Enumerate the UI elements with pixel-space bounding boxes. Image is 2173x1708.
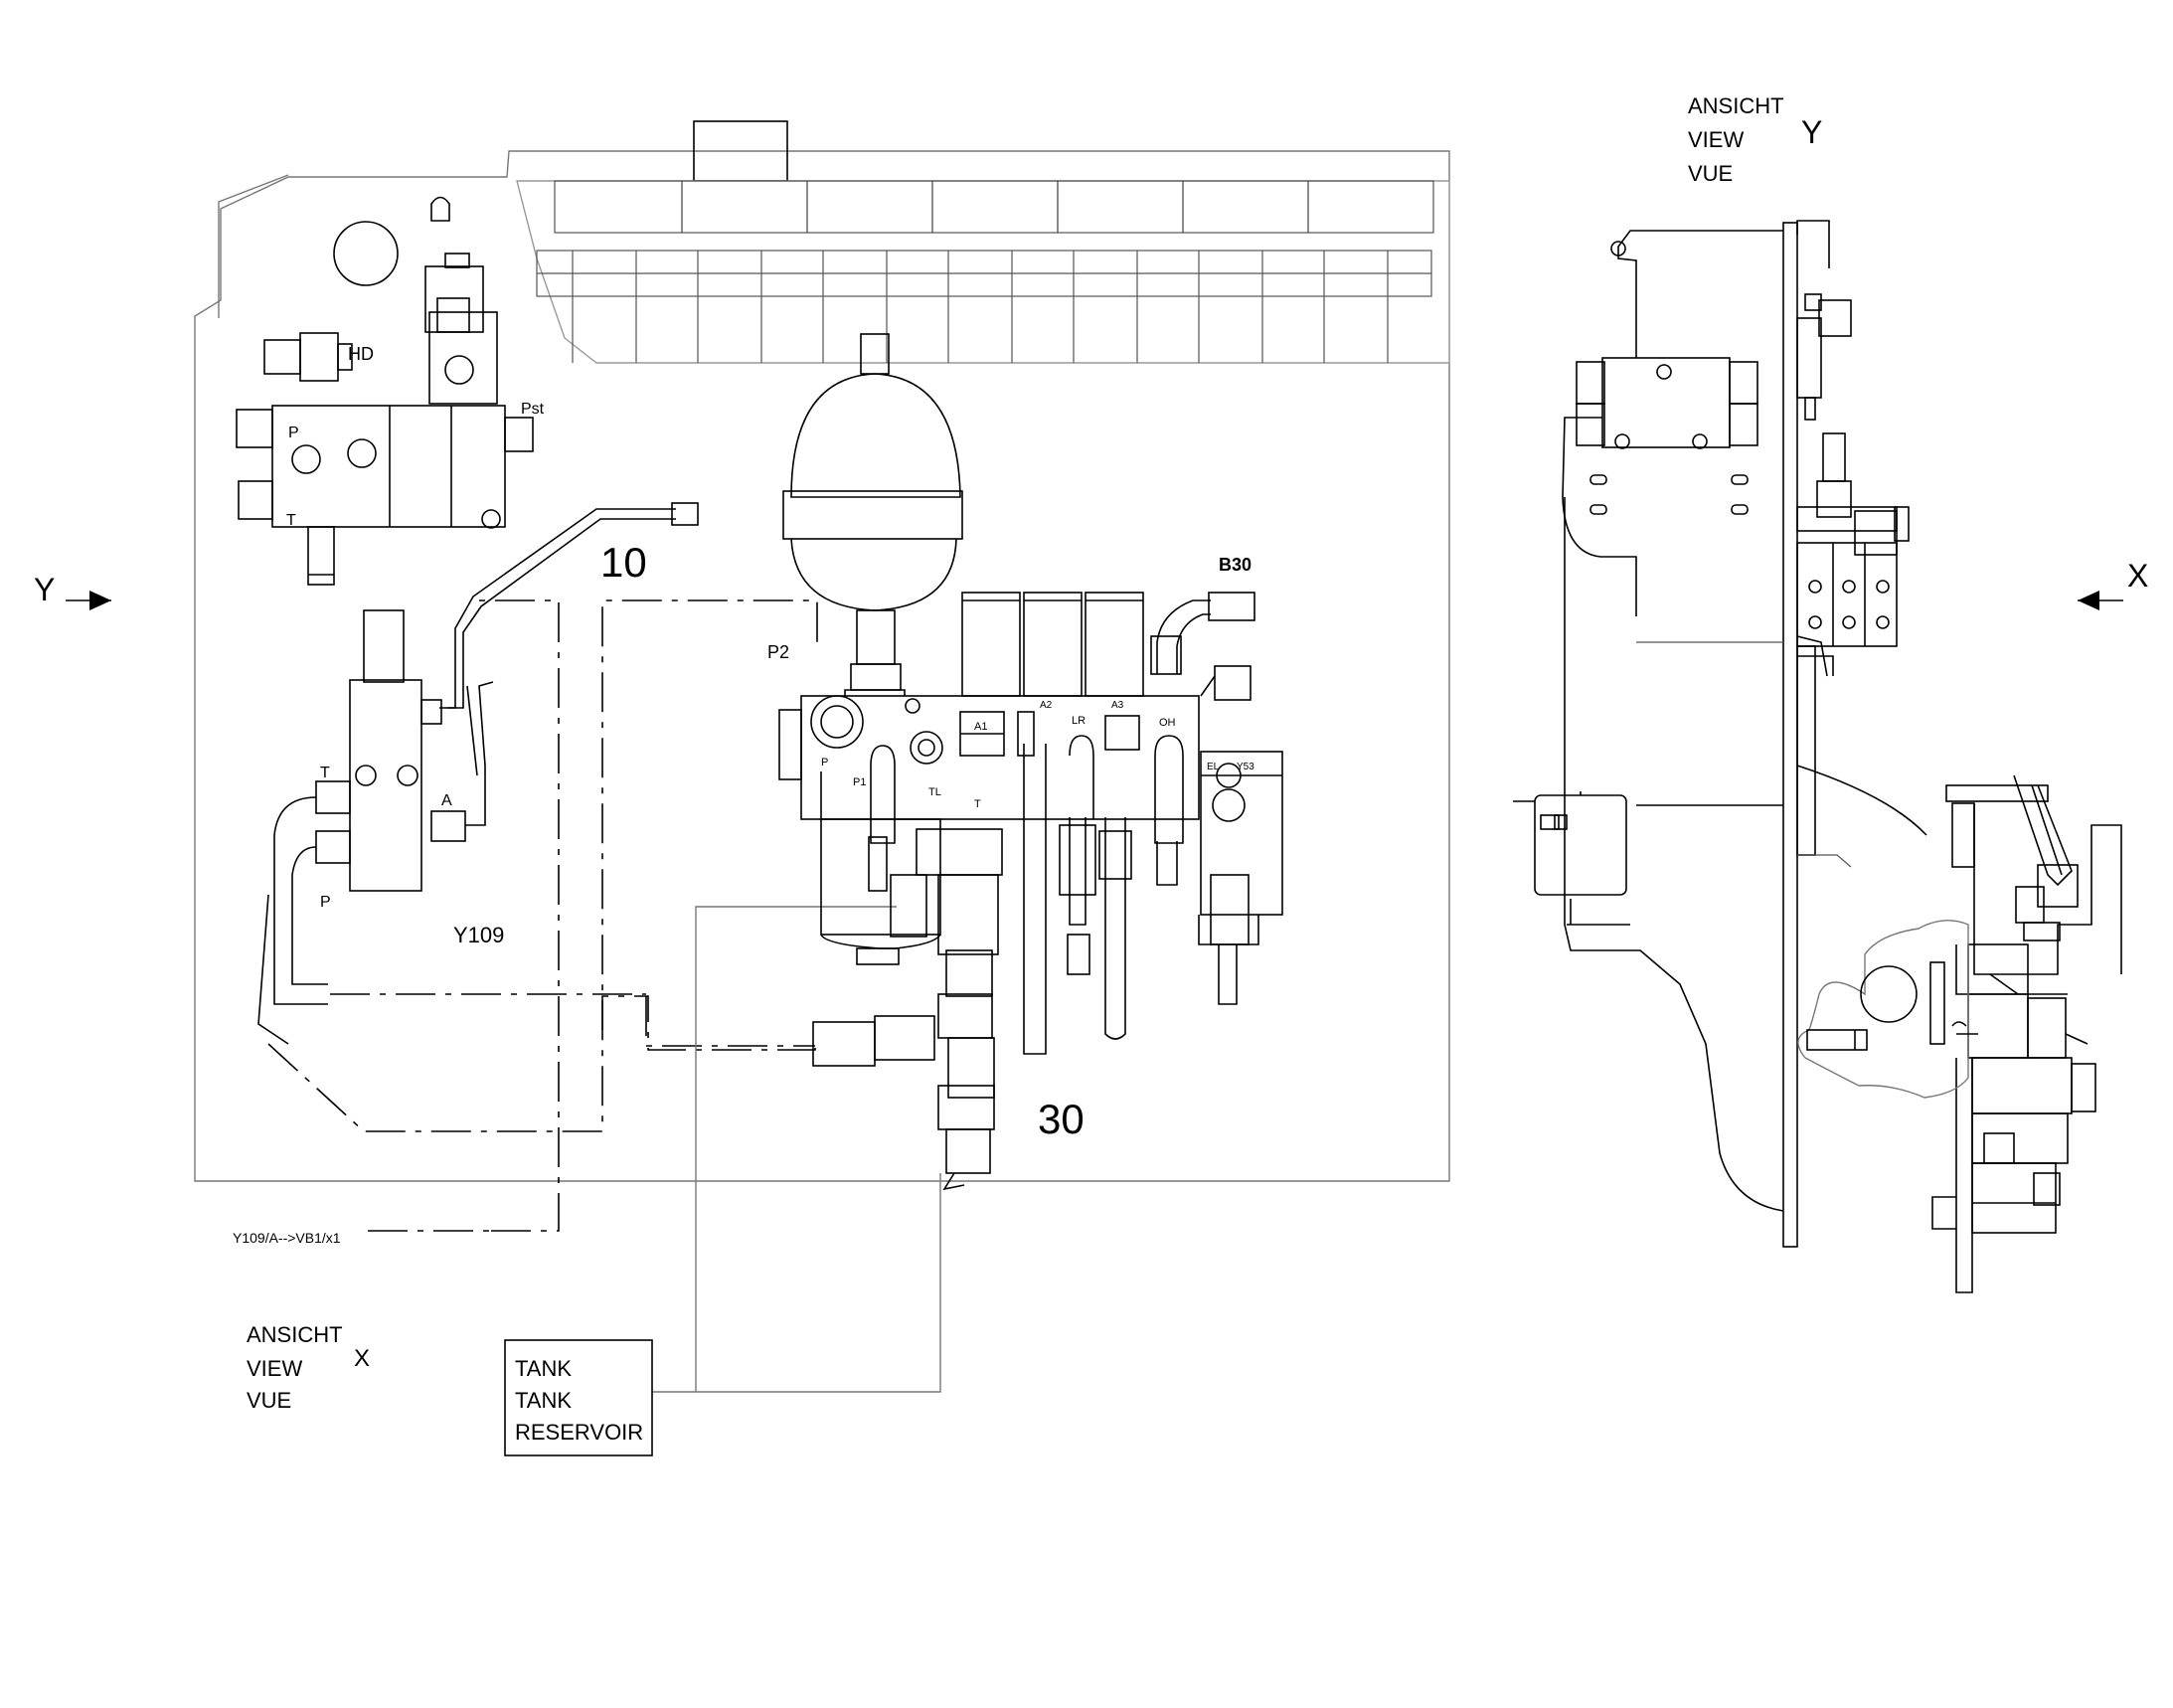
arrow-y-label: Y — [34, 572, 55, 607]
tank-label-line-2: TANK — [515, 1388, 572, 1413]
manifold-a3-label: A3 — [1111, 700, 1124, 711]
view-x-header-line-1: ANSICHT — [247, 1322, 343, 1347]
view-y-letter: Y — [1801, 114, 1822, 150]
manifold-lr-label: LR — [1072, 715, 1086, 727]
view-x-header-line-3: VUE — [247, 1388, 291, 1413]
manifold-p1-label: P1 — [853, 776, 866, 788]
text-labels: ANSICHT VIEW VUE Y Y X 10 30 B30 P2 HD P… — [34, 93, 2148, 1445]
side-view — [1513, 220, 2122, 1293]
y109-note: Y109/A-->VB1/x1 — [233, 1230, 341, 1246]
manifold-y53-label: Y53 — [1237, 762, 1254, 772]
y109-label: Y109 — [453, 923, 504, 947]
dashed-lines — [267, 599, 818, 1232]
view-y-header-line-1: ANSICHT — [1688, 93, 1784, 118]
tank-label-line-3: RESERVOIR — [515, 1420, 643, 1445]
tank-lines — [652, 906, 941, 1393]
y109-p-port-label: P — [320, 894, 331, 911]
filter-assembly — [812, 818, 1003, 1191]
tank-label-line-1: TANK — [515, 1356, 572, 1381]
accumulator — [782, 333, 963, 701]
view-y-header-line-3: VUE — [1688, 161, 1733, 186]
ref-30-label: 30 — [1038, 1096, 1085, 1142]
pipe-10 — [439, 502, 699, 709]
ref-10-label: 10 — [600, 539, 647, 586]
view-x-letter: X — [354, 1345, 370, 1372]
p-top-label: P — [288, 425, 299, 441]
manifold-p-label: P — [821, 757, 828, 769]
main-frame — [194, 150, 1450, 1182]
b30-label: B30 — [1219, 555, 1252, 575]
manifold-block — [778, 592, 1283, 1055]
manifold-a2-label: A2 — [1040, 700, 1053, 711]
view-arrows — [66, 591, 2123, 610]
tank-box — [504, 1339, 653, 1456]
y109-a-port-label: A — [441, 792, 452, 809]
pst-label: Pst — [521, 401, 545, 418]
y109-t-port-label: T — [320, 765, 330, 781]
manifold-t-label: T — [974, 798, 981, 810]
t-top-label: T — [286, 512, 296, 529]
manifold-el-label: EL — [1207, 762, 1220, 772]
upper-left-components — [236, 196, 534, 586]
manifold-tl-label: TL — [928, 786, 941, 798]
manifold-oh-label: OH — [1159, 717, 1176, 729]
top-rail — [516, 120, 1450, 364]
manifold-a1-label: A1 — [974, 721, 987, 733]
view-x-header-line-2: VIEW — [247, 1356, 302, 1381]
hd-label: HD — [348, 344, 374, 364]
view-y-header-line-2: VIEW — [1688, 127, 1744, 152]
arrow-x-label: X — [2127, 558, 2148, 594]
valve-y109 — [257, 609, 494, 1045]
p2-label: P2 — [767, 642, 789, 662]
